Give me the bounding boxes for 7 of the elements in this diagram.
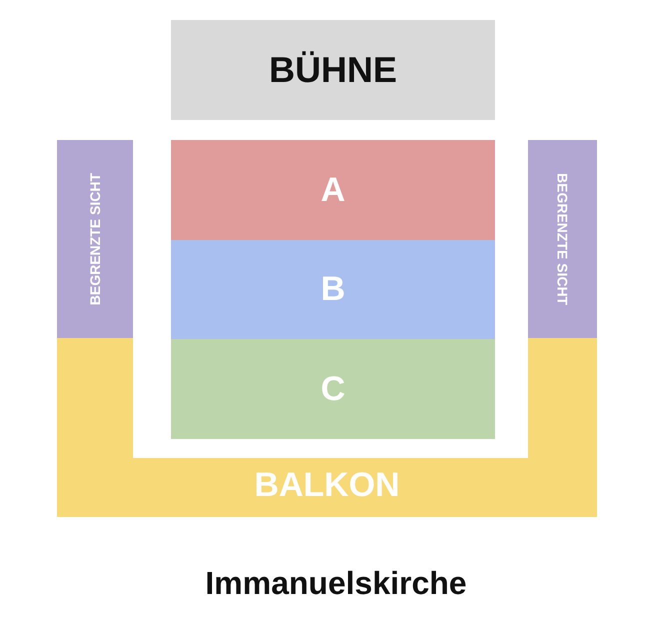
side-section: BEGRENZTE SICHT [57, 140, 133, 338]
caption: Immanuelskirche [204, 565, 468, 602]
seating-section: B [171, 240, 495, 339]
seating-section: A [171, 140, 495, 240]
seating-section: C [171, 339, 495, 439]
side-section: BEGRENZTE SICHT [528, 140, 597, 338]
stage-block: BÜHNE [171, 20, 495, 120]
